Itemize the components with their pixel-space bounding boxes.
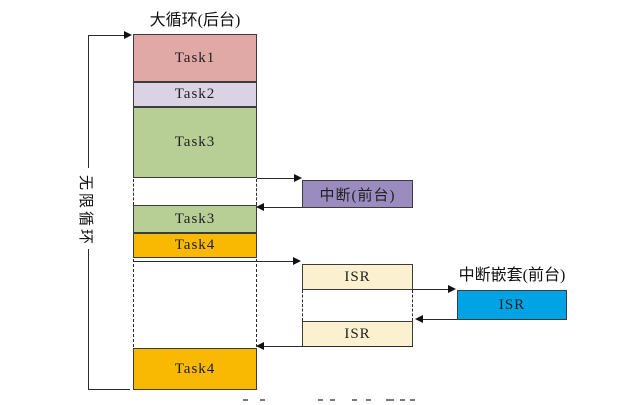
loop-vertical-line-upper	[88, 35, 89, 168]
task-box-task4-first: Task4	[133, 233, 257, 258]
interrupt-box: 中断(前台)	[302, 180, 413, 208]
arrowhead-right-icon	[294, 174, 302, 182]
arrowhead-left-icon	[256, 203, 264, 211]
arrow-return-from-interrupt-line	[264, 207, 302, 208]
task-box-task3-first: Task3	[133, 107, 257, 178]
arrow-return-from-isr-line	[264, 346, 413, 347]
dashed-edge-isr-left	[302, 290, 303, 321]
arrowhead-right-icon	[448, 285, 456, 293]
arrowhead-left-icon	[256, 342, 264, 350]
arrow-to-interrupt-line	[257, 178, 295, 179]
isr-box-first: ISR	[302, 264, 413, 290]
dashed-edge-gap1-left	[133, 179, 134, 205]
arrow-to-isr-line	[134, 261, 294, 262]
loop-bottom-line	[88, 389, 130, 390]
task-box-task1: Task1	[133, 34, 257, 82]
big-loop-title: 大循环(后台)	[149, 12, 241, 29]
dashed-edge-gap2-right	[256, 259, 257, 347]
arrowhead-right-icon	[293, 257, 301, 265]
dashed-edge-gap1-right	[256, 179, 257, 205]
task-box-task4-resumed: Task4	[133, 348, 257, 390]
arrowhead-left-icon	[415, 315, 423, 323]
dashed-edge-gap2-left	[133, 259, 134, 347]
infinite-loop-label: 无限循环	[77, 173, 97, 249]
arrowhead-right-icon	[124, 31, 132, 39]
loop-vertical-line-lower	[88, 248, 89, 390]
isr-box-resumed: ISR	[302, 321, 413, 347]
loop-top-line	[88, 35, 124, 36]
arrow-return-from-nested-isr-line	[423, 319, 457, 320]
nested-isr-box: ISR	[457, 290, 567, 320]
dashed-edge-isr-right	[412, 290, 413, 321]
task-box-task2: Task2	[133, 82, 257, 107]
arrow-to-nested-isr-line	[413, 289, 449, 290]
nested-interrupt-title: 中断嵌套(前台)	[458, 267, 566, 284]
task-box-task3-resumed: Task3	[133, 205, 257, 233]
